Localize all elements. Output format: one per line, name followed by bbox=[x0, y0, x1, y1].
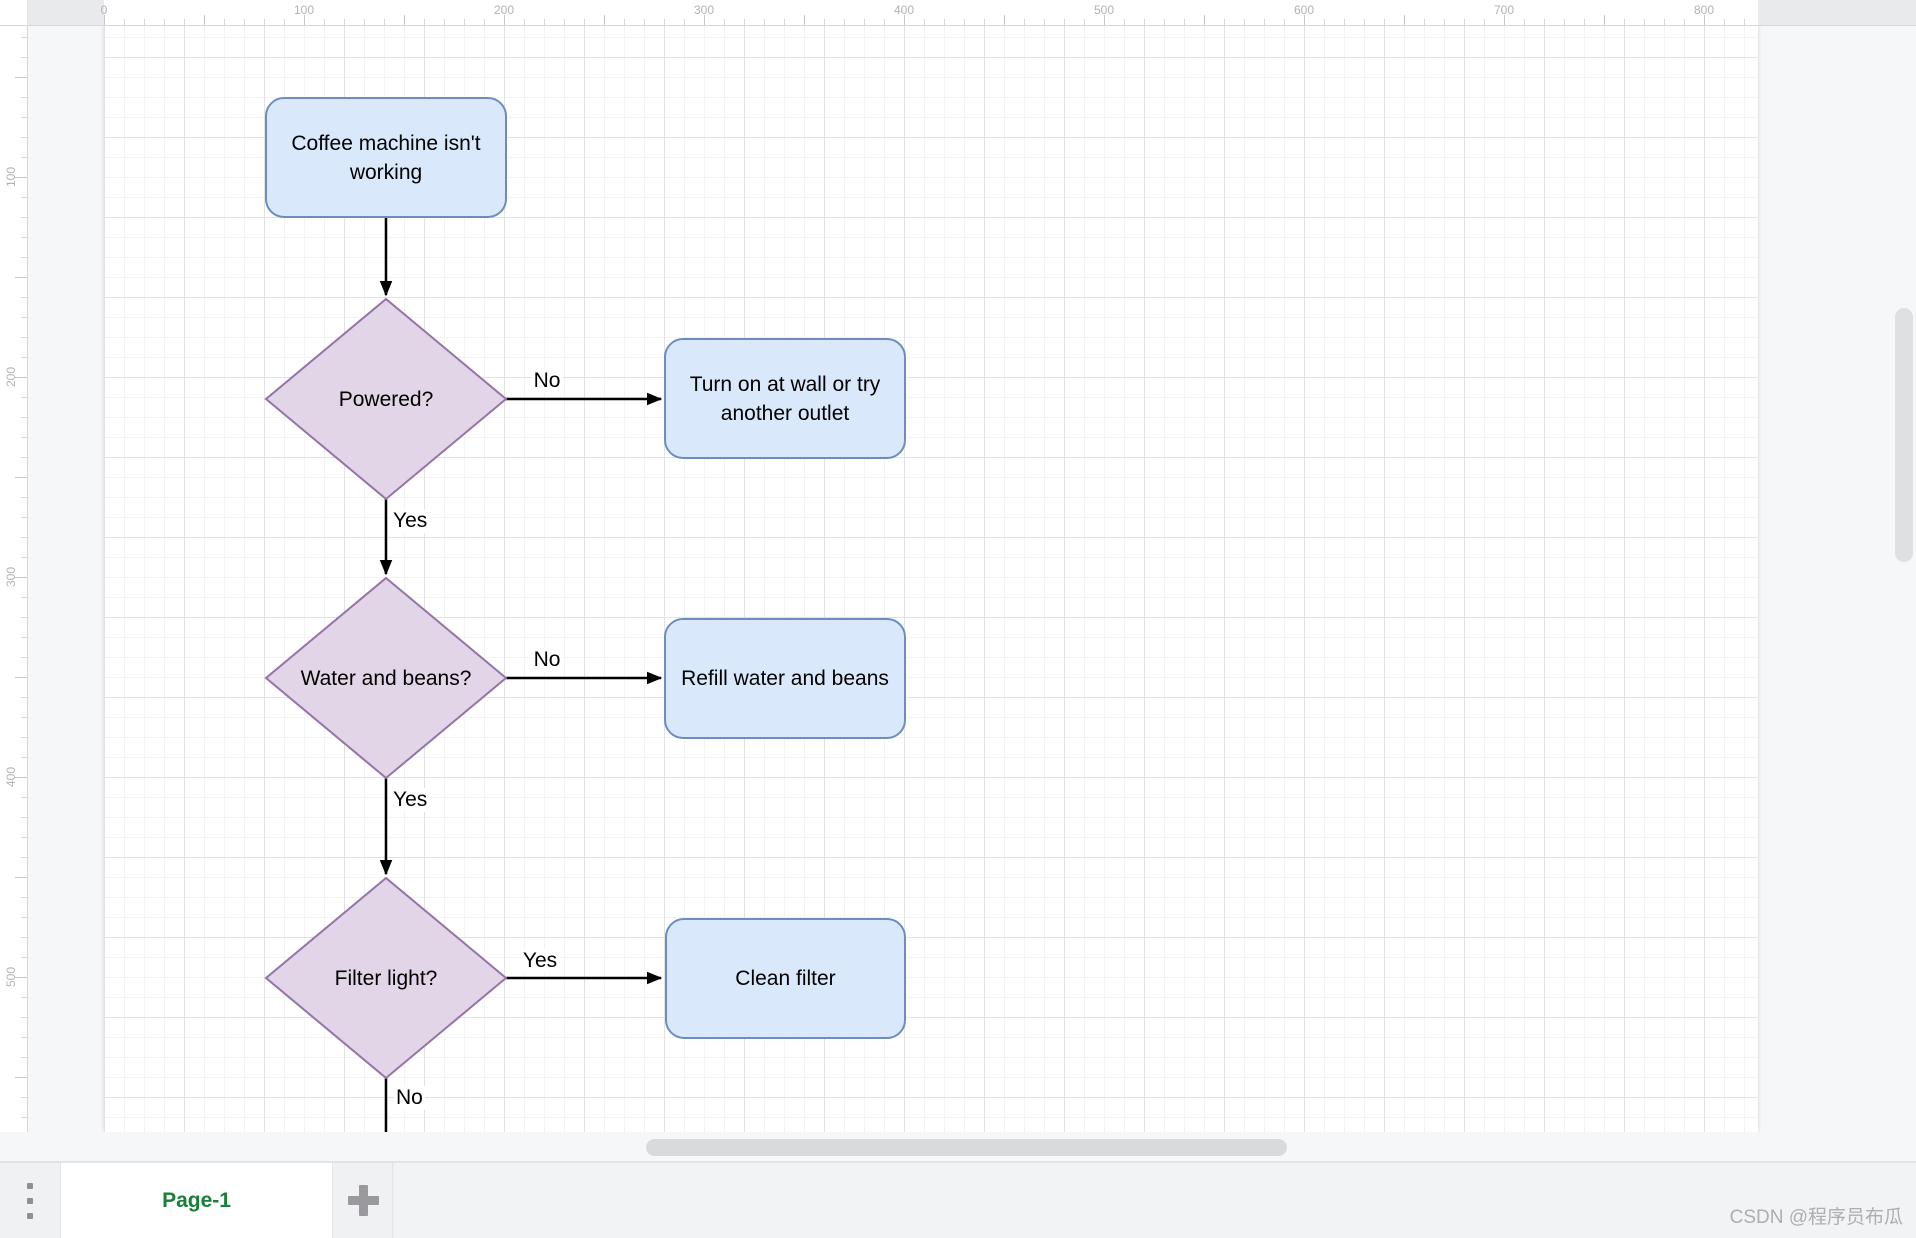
ruler-label: 400 bbox=[893, 3, 915, 17]
page-tab-bar: Page-1 bbox=[0, 1163, 1916, 1238]
ruler-label: 0 bbox=[100, 3, 108, 17]
ruler-label: 400 bbox=[4, 766, 18, 788]
edge-label-yes-powered[interactable]: Yes bbox=[391, 509, 430, 533]
node-label-water[interactable]: Water and beans? bbox=[300, 666, 472, 690]
ruler-label: 800 bbox=[1693, 3, 1715, 17]
ruler-label: 500 bbox=[4, 966, 18, 988]
tab-bar-empty-area bbox=[394, 1163, 1916, 1238]
edge-label-no-water[interactable]: No bbox=[531, 648, 563, 672]
pages-menu-button[interactable] bbox=[0, 1163, 60, 1238]
watermark: CSDN @程序员布瓜 bbox=[1729, 1207, 1903, 1228]
horizontal-scrollbar-track[interactable] bbox=[0, 1132, 1916, 1163]
ruler-label: 100 bbox=[293, 3, 315, 17]
ruler-label: 100 bbox=[4, 166, 18, 188]
edge-label-yes-filter[interactable]: Yes bbox=[520, 949, 560, 973]
node-label-refill[interactable]: Refill water and beans bbox=[681, 667, 889, 690]
kebab-menu-icon bbox=[27, 1212, 33, 1219]
kebab-menu-icon bbox=[27, 1182, 33, 1189]
node-label-powered[interactable]: Powered? bbox=[338, 387, 434, 411]
page-tab-label: Page-1 bbox=[162, 1188, 231, 1212]
plus-icon bbox=[359, 1185, 368, 1216]
kebab-menu-icon bbox=[27, 1197, 33, 1204]
vertical-scrollbar-thumb[interactable] bbox=[1895, 308, 1913, 562]
horizontal-scrollbar-thumb[interactable] bbox=[646, 1139, 1287, 1156]
ruler-label: 200 bbox=[4, 366, 18, 388]
edge-label-no-powered[interactable]: No bbox=[531, 369, 563, 393]
ruler-label: 300 bbox=[693, 3, 715, 17]
edge-label-no-filter[interactable]: No bbox=[394, 1086, 425, 1110]
node-label-outlet[interactable]: Turn on at wall or try another outlet bbox=[689, 372, 881, 425]
ruler-label: 500 bbox=[1093, 3, 1115, 17]
ruler-corner bbox=[0, 0, 28, 26]
ruler-label: 700 bbox=[1493, 3, 1515, 17]
node-label-filter[interactable]: Filter light? bbox=[334, 966, 438, 990]
ruler-offpage-right bbox=[1758, 0, 1916, 25]
ruler-label: 200 bbox=[493, 3, 515, 17]
node-label-clean[interactable]: Clean filter bbox=[735, 967, 836, 990]
ruler-vertical: 100 200 300 400 500 bbox=[0, 26, 28, 1132]
ruler-label: 600 bbox=[1293, 3, 1315, 17]
ruler-horizontal-ticks bbox=[104, 0, 1758, 25]
ruler-horizontal: 0 100 200 300 400 500 600 700 800 bbox=[0, 0, 1916, 26]
ruler-offpage-left bbox=[28, 0, 104, 25]
node-label-start[interactable]: Coffee machine isn't working bbox=[291, 131, 481, 184]
ruler-label: 300 bbox=[4, 566, 18, 588]
add-page-button[interactable] bbox=[333, 1163, 393, 1238]
edge-label-yes-water[interactable]: Yes bbox=[391, 788, 430, 812]
tab-page-1[interactable]: Page-1 bbox=[60, 1163, 333, 1238]
